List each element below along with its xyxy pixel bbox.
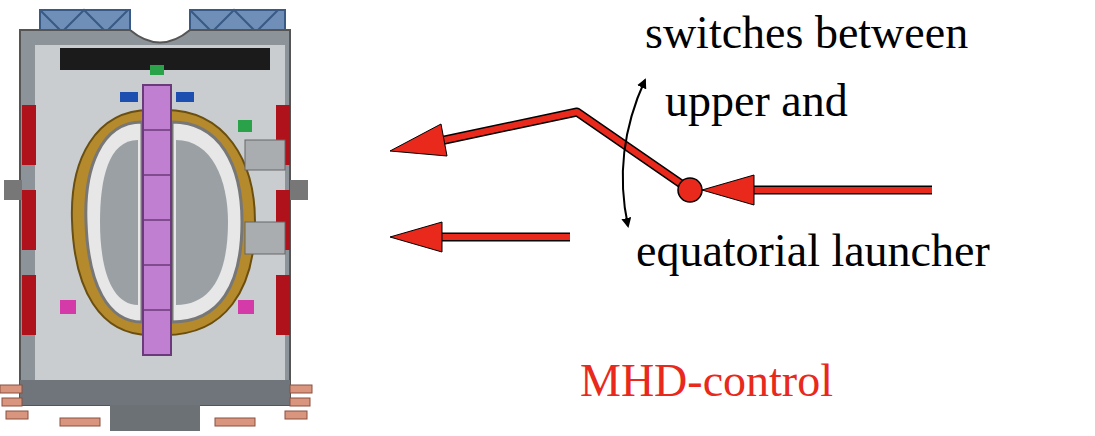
- caption-text: switches between: [645, 8, 968, 59]
- caption-text: upper and: [665, 76, 848, 127]
- mhd-control-label: MHD-control: [580, 356, 833, 407]
- launcher-label: equatorial launcher: [636, 226, 990, 277]
